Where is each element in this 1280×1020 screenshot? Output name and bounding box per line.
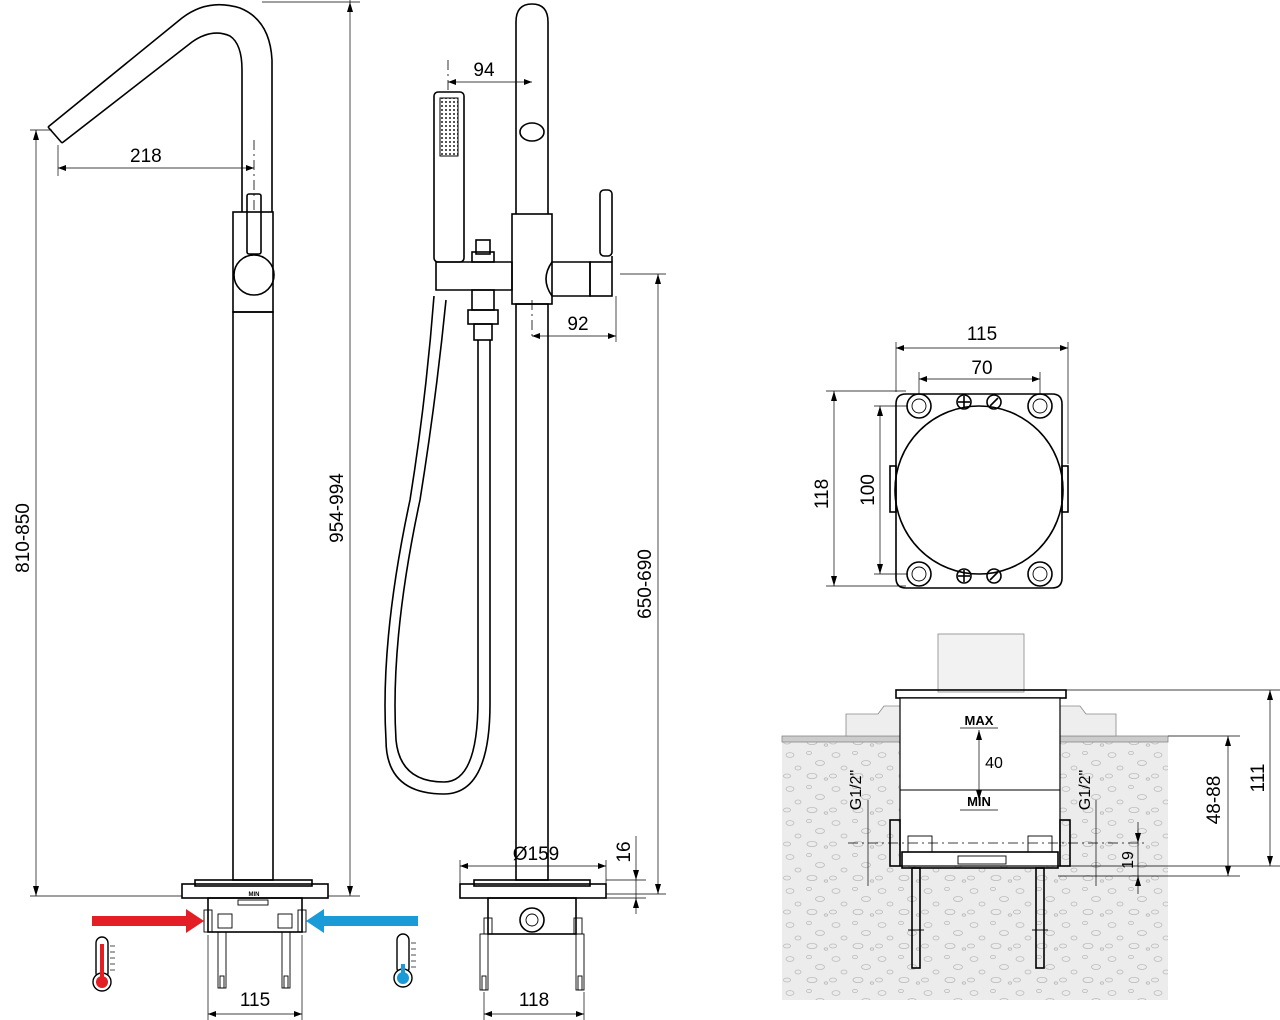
side-box-width-label: 115 xyxy=(240,990,270,1011)
hose xyxy=(394,299,479,783)
spout-reach-label: 218 xyxy=(130,146,162,167)
top-outer-width-label: 115 xyxy=(967,324,997,345)
box-opening xyxy=(894,405,1064,575)
top-outer-height-label: 118 xyxy=(812,479,833,509)
thread-right-label: G1/2" xyxy=(1077,770,1094,810)
box-outline xyxy=(895,393,1063,589)
aerator xyxy=(519,122,545,142)
thermometer-hot-icon xyxy=(92,936,115,992)
base-min-mark: MIN xyxy=(249,892,260,898)
front-box-width-label: 118 xyxy=(519,990,549,1011)
total-height-label: 954-994 xyxy=(327,473,348,543)
side-view xyxy=(30,0,418,1020)
mixer-height-label: 650-690 xyxy=(635,549,656,619)
front-lever xyxy=(599,189,613,257)
top-inner-width-label: 70 xyxy=(971,358,992,379)
outlet-height-label: 810-850 xyxy=(13,503,34,573)
thread-left-label: G1/2" xyxy=(848,770,865,810)
thermometer-cold-icon xyxy=(393,933,416,988)
depth-range-label: 48-88 xyxy=(1204,776,1225,825)
handshower-offset-label: 94 xyxy=(473,60,495,81)
cartridge-knob xyxy=(233,254,275,296)
section-view xyxy=(781,633,1280,1000)
top-view xyxy=(826,342,1069,589)
screws xyxy=(956,394,1002,584)
max-label: MAX xyxy=(965,713,994,728)
base-height-label: 16 xyxy=(614,841,635,862)
hot-inlet-arrow xyxy=(92,909,204,933)
cold-inlet-arrow xyxy=(306,909,418,933)
min-label: MIN xyxy=(967,794,991,809)
box-body xyxy=(899,697,1061,867)
inlet-height-label: 19 xyxy=(1120,851,1137,869)
base-diameter-label: Ø159 xyxy=(513,844,559,865)
lever-offset-label: 92 xyxy=(567,314,588,335)
total-depth-label: 111 xyxy=(1248,764,1269,793)
adjust-range-label: 40 xyxy=(985,755,1003,772)
handshower xyxy=(433,91,465,263)
top-inner-height-label: 100 xyxy=(858,474,879,506)
front-view xyxy=(384,3,666,1020)
spout xyxy=(47,3,273,212)
